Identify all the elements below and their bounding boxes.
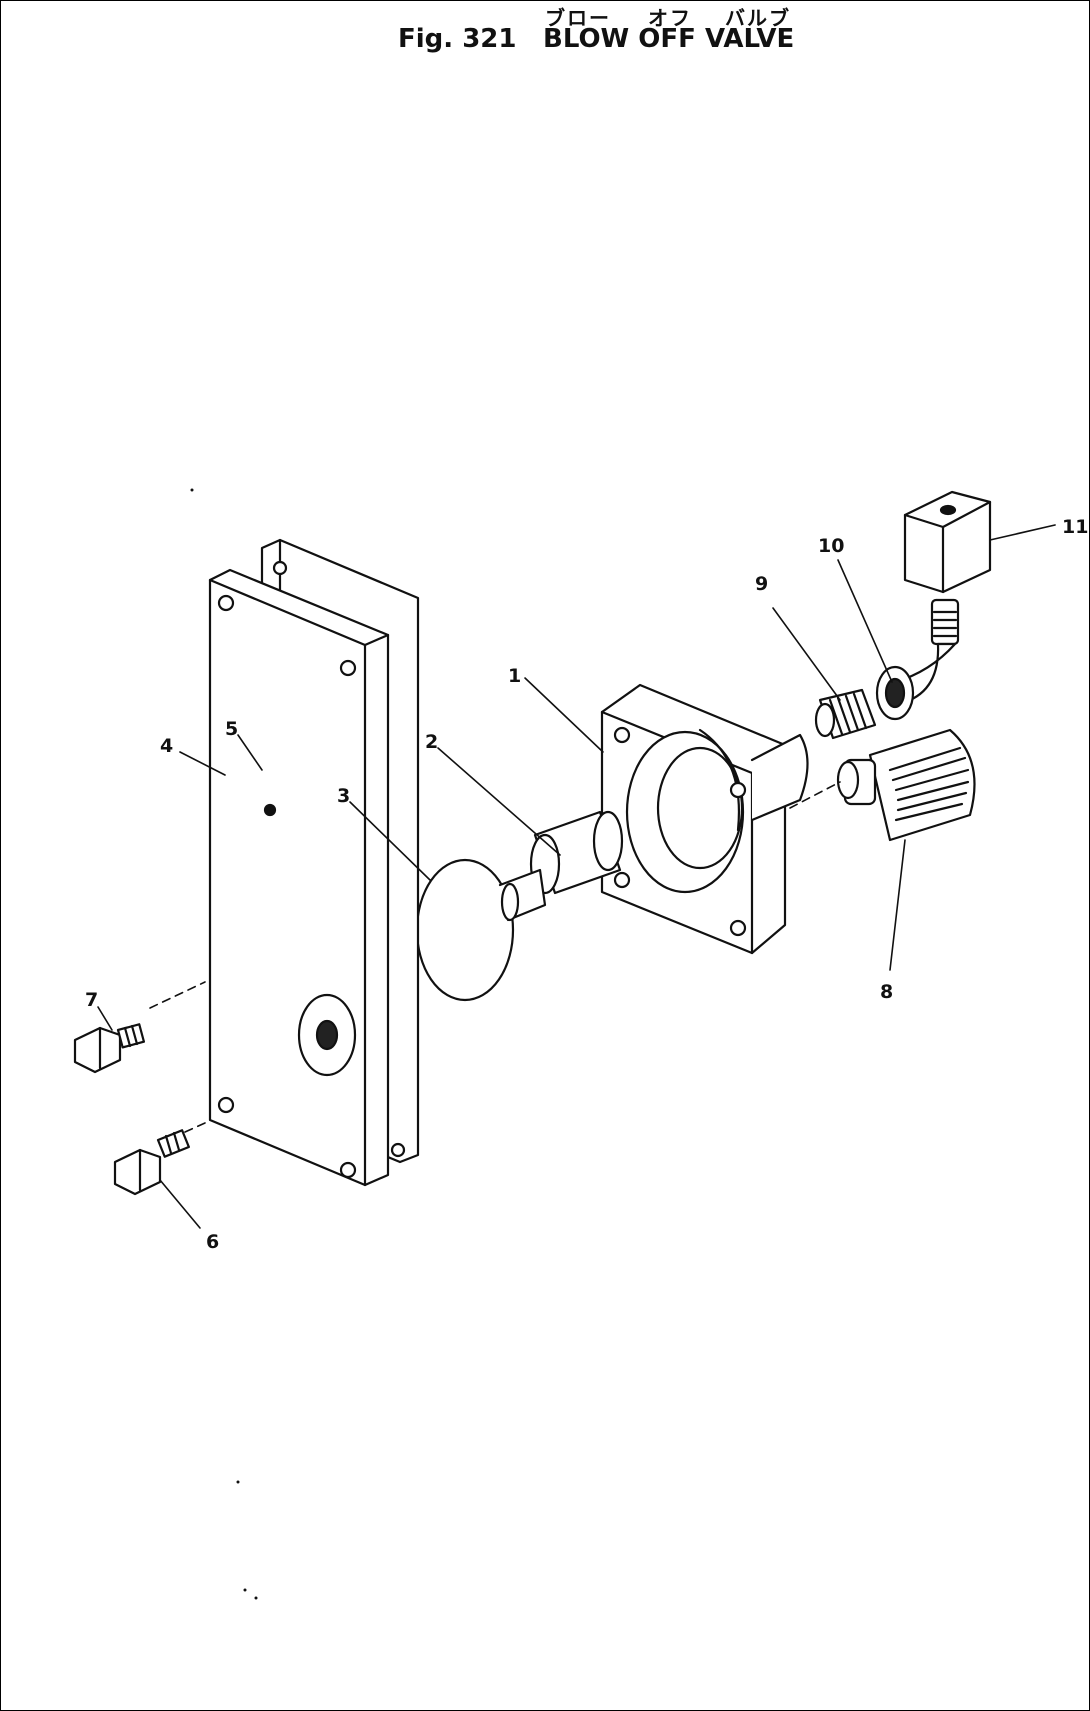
part-2-sleeve <box>529 810 624 895</box>
title-jp-part2: オフ <box>648 6 692 30</box>
callout-9: 9 <box>755 573 768 595</box>
part-10-elbow <box>875 598 960 721</box>
part-4-cover <box>208 568 390 1187</box>
figure-number: Fig. 321 <box>398 24 517 54</box>
part-7-bolt <box>73 1023 146 1074</box>
title-jp-part3: バルブ <box>725 6 791 30</box>
scan-speck <box>190 488 194 492</box>
part-9-nipple <box>814 688 877 740</box>
part-8-valve <box>836 728 976 842</box>
callout-6: 6 <box>206 1231 219 1253</box>
callout-8: 8 <box>880 981 893 1003</box>
scan-speck <box>236 1480 240 1484</box>
part-6-bolt <box>113 1129 190 1196</box>
figure-title: BLOW OFF VALVE <box>543 24 795 54</box>
scan-speck <box>243 1588 247 1592</box>
part-3-poppet <box>415 858 547 1002</box>
part-1-flange <box>600 683 809 955</box>
leader-lines <box>97 524 1056 1229</box>
callout-7: 7 <box>85 989 98 1011</box>
callout-5: 5 <box>225 718 238 740</box>
alignment-lines <box>149 781 841 1133</box>
part-11-cube <box>903 490 992 594</box>
scan-speck <box>254 1596 258 1600</box>
callout-4: 4 <box>160 735 173 757</box>
callout-1: 1 <box>508 665 521 687</box>
callout-10: 10 <box>818 535 844 557</box>
callout-11: 11 <box>1062 516 1088 538</box>
callout-2: 2 <box>425 731 438 753</box>
callout-3: 3 <box>337 785 350 807</box>
title-jp-part1: ブロー <box>545 6 611 30</box>
